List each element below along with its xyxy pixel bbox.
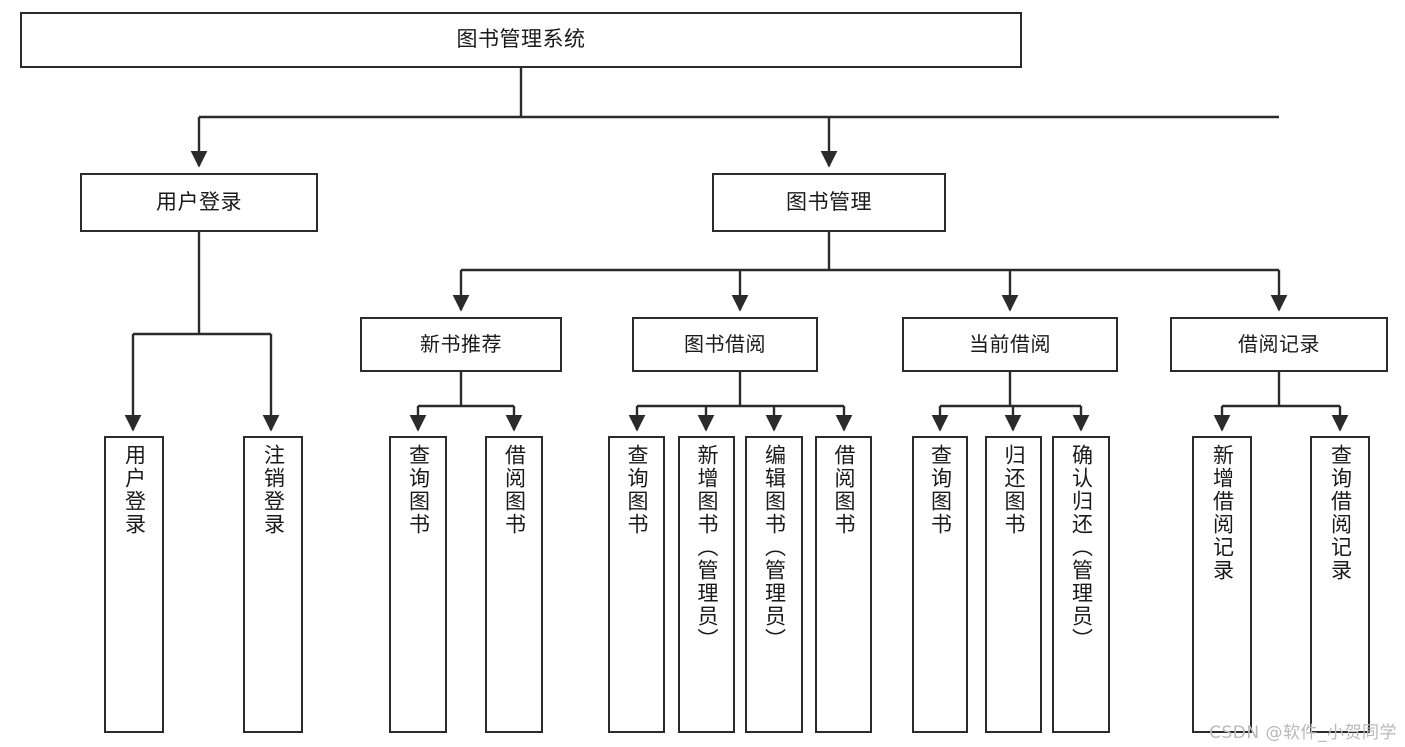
- leaf-new-book-borrow-book[interactable]: 借阅图书: [485, 436, 543, 733]
- leaf-new-book-query-book[interactable]: 查询图书: [389, 436, 447, 733]
- node-label: 图书管理系统: [456, 27, 586, 52]
- leaf-current-borrow-return-book[interactable]: 归还图书: [985, 436, 1042, 733]
- leaf-book-borrow-borrow-book[interactable]: 借阅图书: [815, 436, 872, 733]
- node-borrow-record[interactable]: 借阅记录: [1170, 317, 1388, 372]
- leaf-current-borrow-query-book[interactable]: 查询图书: [912, 436, 968, 733]
- leaf-user-login-login[interactable]: 用户登录: [104, 436, 164, 733]
- node-label: 查询图书: [406, 444, 431, 536]
- node-label: 新书推荐: [420, 332, 502, 357]
- leaf-borrow-record-add-record[interactable]: 新增借阅记录: [1192, 436, 1252, 733]
- node-label: 查询借阅记录: [1328, 444, 1353, 582]
- node-label: 查询图书: [625, 444, 649, 536]
- leaf-book-borrow-edit-book-admin[interactable]: 编辑图书（管理员）: [745, 436, 803, 733]
- csdn-watermark: CSDN @软件_小贺同学: [1209, 723, 1397, 743]
- node-label: 借阅记录: [1238, 332, 1320, 357]
- node-book-management[interactable]: 图书管理: [712, 173, 946, 232]
- node-label: 借阅图书: [502, 444, 527, 536]
- node-label: 用户登录: [156, 189, 242, 214]
- node-label: 新增借阅记录: [1210, 444, 1235, 582]
- leaf-book-borrow-add-book-admin[interactable]: 新增图书（管理员）: [678, 436, 735, 733]
- node-label: 图书管理: [786, 189, 872, 214]
- node-label: 查询图书: [928, 444, 953, 536]
- node-new-book-recommend[interactable]: 新书推荐: [360, 317, 562, 372]
- node-label: 编辑图书（管理员）: [762, 444, 787, 651]
- node-label: 图书借阅: [684, 332, 766, 357]
- node-book-borrow[interactable]: 图书借阅: [632, 317, 818, 372]
- node-user-login[interactable]: 用户登录: [80, 173, 318, 232]
- leaf-user-login-logout[interactable]: 注销登录: [243, 436, 303, 733]
- node-label: 注销登录: [261, 444, 286, 536]
- leaf-borrow-record-query-record[interactable]: 查询借阅记录: [1310, 436, 1370, 733]
- leaf-book-borrow-query-book[interactable]: 查询图书: [608, 436, 665, 733]
- node-root-book-management-system[interactable]: 图书管理系统: [20, 12, 1022, 68]
- node-label: 当前借阅: [969, 332, 1051, 357]
- node-label: 新增图书（管理员）: [695, 444, 719, 651]
- node-current-borrow[interactable]: 当前借阅: [902, 317, 1118, 372]
- node-label: 借阅图书: [832, 444, 856, 536]
- node-label: 归还图书: [1002, 444, 1026, 536]
- leaf-current-borrow-confirm-return-admin[interactable]: 确认归还（管理员）: [1052, 436, 1110, 733]
- node-label: 确认归还（管理员）: [1069, 444, 1094, 651]
- node-label: 用户登录: [122, 444, 147, 536]
